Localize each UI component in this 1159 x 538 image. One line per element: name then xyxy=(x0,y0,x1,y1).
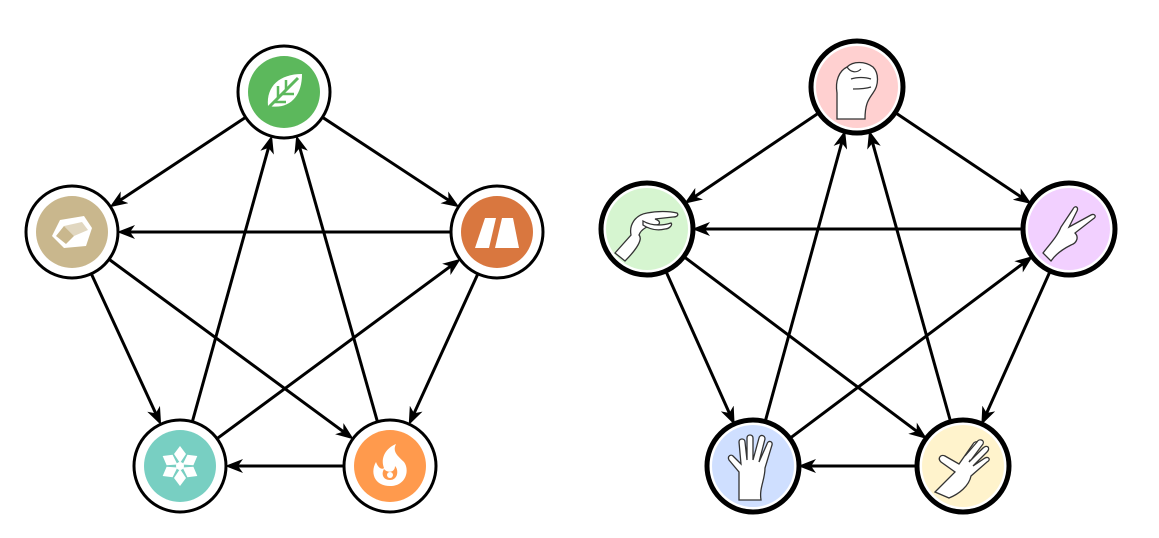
edge-earth-to-fire xyxy=(108,258,354,440)
edge-ice-to-metal xyxy=(216,258,461,440)
edge-lizard-to-paper xyxy=(683,256,927,440)
edge-leaf-to-metal xyxy=(322,116,460,208)
node-paper xyxy=(914,417,1012,515)
open-hand-icon xyxy=(933,439,990,499)
edge-fire-to-leaf xyxy=(294,135,379,422)
node-rock xyxy=(808,38,906,136)
node-earth xyxy=(24,184,120,280)
edge-rock-to-scissors xyxy=(895,111,1032,204)
edge-scissors-to-paper xyxy=(981,271,1052,425)
leaf-icon xyxy=(264,74,302,112)
metal-icon xyxy=(475,218,519,248)
node-lizard xyxy=(598,180,696,278)
edge-lizard-to-spock xyxy=(664,271,735,425)
edge-metal-to-fire xyxy=(408,274,479,426)
vulcan-salute-icon xyxy=(727,434,773,501)
edge-spock-to-scissors xyxy=(789,255,1034,439)
victory-hand-icon xyxy=(1042,206,1096,263)
edge-spock-to-rock xyxy=(763,130,848,422)
flame-icon xyxy=(373,444,407,486)
rock-icon xyxy=(52,216,92,248)
lizard-hand-icon xyxy=(614,210,679,262)
edge-ice-to-leaf xyxy=(191,135,274,422)
edge-earth-to-ice xyxy=(90,274,162,426)
node-metal xyxy=(449,184,545,280)
edge-leaf-to-earth xyxy=(109,116,246,208)
node-ice xyxy=(132,418,228,514)
node-leaf xyxy=(236,44,332,140)
node-fill xyxy=(606,188,688,270)
node-scissors xyxy=(1020,180,1118,278)
fist-hand-icon xyxy=(835,61,879,120)
edge-paper-to-rock xyxy=(867,130,952,422)
edge-rock-to-lizard xyxy=(684,112,819,204)
snowflake-icon xyxy=(162,446,198,486)
node-spock xyxy=(704,417,802,515)
node-fire xyxy=(342,418,438,514)
